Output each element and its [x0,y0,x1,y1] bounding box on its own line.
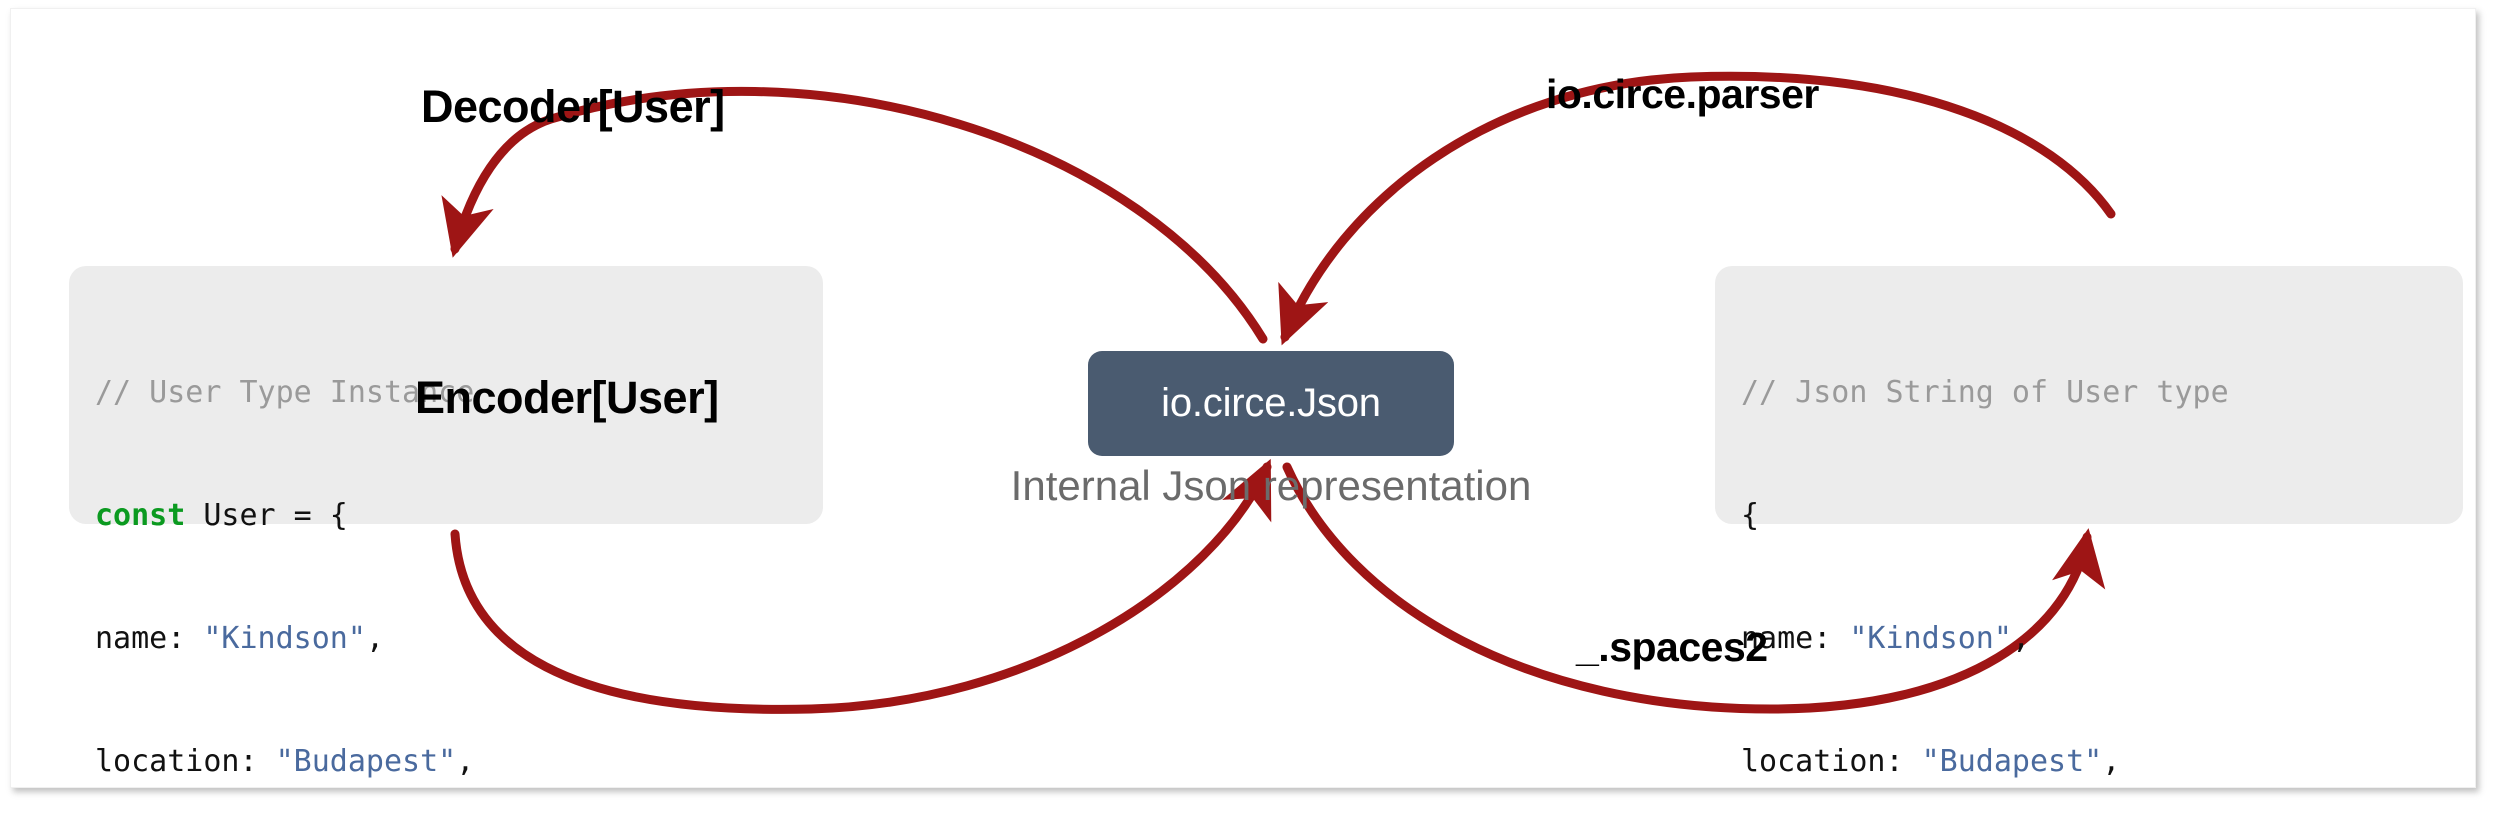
code-value-name: "Kindson" [203,621,366,656]
code-comma-name: , [365,621,384,656]
code-line-open-brace: { [1741,498,1760,533]
code-value-name: "Kindson" [1849,621,2012,656]
edge-label-spaces2: _.spaces2 [1576,624,1768,670]
edge-label-parser: io.circe.parser [1546,71,1819,117]
code-block-json-string: // Json String of User type { name: "Kin… [1715,266,2463,779]
code-line-name: name: "Kindson", [1741,618,2437,659]
code-comma-location: , [2102,744,2121,779]
code-line-name: name: "Kindson", [95,618,797,659]
keyword-const: const [95,498,186,533]
code-line-const: const User = { [95,495,797,536]
code-comment: // User Type Instance [95,375,475,410]
edge-label-encoder: Encoder[User] [415,372,719,423]
diagram-canvas: // User Type Instance const User = { nam… [10,8,2476,788]
node-io-circe-json: io.circe.Json [1088,351,1454,456]
code-comment: // Json String of User type [1741,375,2229,410]
code-comma-name: , [2011,621,2030,656]
code-key-name: name: [1741,621,1850,656]
code-block-user-type: // User Type Instance const User = { nam… [69,266,823,779]
code-key-location: location: [95,744,276,779]
code-key-location: location: [1741,744,1922,779]
code-value-location: "Budapest" [275,744,457,779]
node-caption: Internal Json representation [1010,462,1532,509]
code-line-const-rest: User = { [185,498,348,533]
code-key-name: name: [95,621,204,656]
code-line-location: location: "Budapest", [1741,741,2437,782]
code-value-location: "Budapest" [1921,744,2103,779]
code-comma-location: , [456,744,475,779]
edge-label-decoder: Decoder[User] [421,81,725,132]
code-line-location: location: "Budapest", [95,741,797,782]
